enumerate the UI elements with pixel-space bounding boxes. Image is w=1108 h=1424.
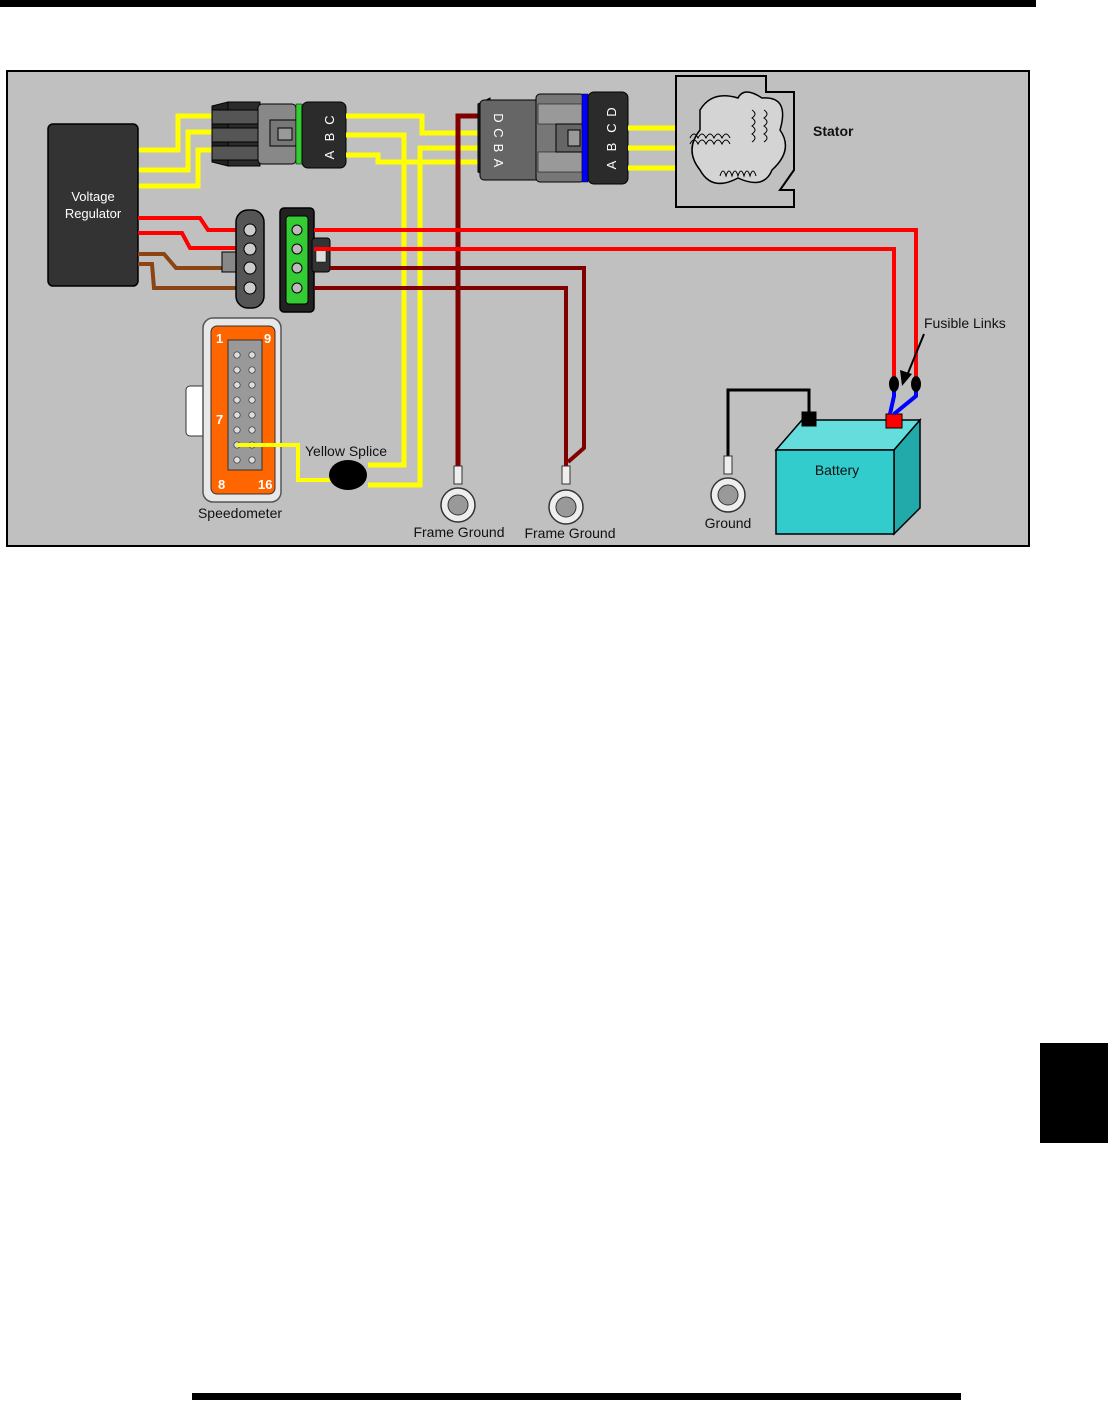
yellow-wires-middle xyxy=(346,113,480,488)
voltage-regulator-label-line1: Voltage xyxy=(71,189,114,204)
frame-ground-1-label: Frame Ground xyxy=(413,524,504,540)
abcd-right-letter-d: D xyxy=(604,107,619,116)
yellow-wires-regulator xyxy=(138,113,212,189)
speedo-pin-1: 1 xyxy=(216,331,223,346)
voltage-regulator-label-line2: Regulator xyxy=(65,206,122,221)
abcd-left-letter-b: B xyxy=(491,144,506,153)
regulator-output-wires xyxy=(138,216,240,290)
green-connector-output-wires xyxy=(314,228,918,470)
yellow-splice-label: Yellow Splice xyxy=(305,443,387,459)
ground-terminal xyxy=(710,455,746,513)
voltage-regulator: Voltage Regulator xyxy=(47,123,139,287)
abcd-right-letter-a: A xyxy=(604,160,619,169)
speedometer-label: Speedometer xyxy=(198,505,282,521)
abc-letter-b: B xyxy=(322,133,337,142)
frame-ground-2-terminal xyxy=(548,465,584,525)
abc-letter-c: C xyxy=(322,115,337,124)
ground-label: Ground xyxy=(705,515,752,531)
abc-letter-a: A xyxy=(322,150,337,159)
yellow-splice xyxy=(329,460,367,490)
abcd-left-letter-c: C xyxy=(491,128,506,137)
bottom-rule xyxy=(192,1393,961,1400)
speedo-pin-8: 8 xyxy=(218,477,225,492)
abc-connector: C B A xyxy=(211,101,347,169)
fusible-links-label: Fusible Links xyxy=(924,315,1006,331)
top-rule xyxy=(0,0,1036,7)
abcd-connector: D C B A A B C D xyxy=(477,91,629,185)
abcd-right-letter-c: C xyxy=(604,123,619,132)
speedo-pin-9: 9 xyxy=(264,331,271,346)
fusible-links xyxy=(888,376,921,416)
chapter-tab xyxy=(1040,1043,1108,1143)
wiring-diagram: C B A D C B A A B C D xyxy=(6,70,1030,547)
abcd-right-letter-b: B xyxy=(604,143,619,152)
yellow-wires-stator xyxy=(628,125,678,171)
stator-coil-icon xyxy=(689,109,768,178)
yellow-wire-speedometer xyxy=(237,443,332,482)
abcd-left-letter-a: A xyxy=(491,159,506,168)
battery xyxy=(774,411,922,536)
speedometer-connector: 1 9 7 8 16 xyxy=(185,317,282,503)
green-4pin-connector xyxy=(279,207,331,313)
black-wire-ground xyxy=(726,388,811,460)
fusible-links-arrowhead-icon xyxy=(900,370,912,386)
speedometer-pin-grid xyxy=(233,351,256,464)
speedo-pin-7: 7 xyxy=(216,412,223,427)
stator-label: Stator xyxy=(813,123,854,139)
regulator-4pin-connector xyxy=(221,209,265,309)
battery-label: Battery xyxy=(815,462,859,478)
fusible-links-arrow-icon xyxy=(905,333,925,379)
abcd-left-letter-d: D xyxy=(491,113,506,122)
frame-ground-1-terminal xyxy=(440,465,476,523)
frame-ground-2-label: Frame Ground xyxy=(524,525,615,541)
stator xyxy=(675,75,795,208)
darkred-wire-frame-ground-1 xyxy=(455,113,480,470)
speedo-pin-16: 16 xyxy=(258,477,272,492)
